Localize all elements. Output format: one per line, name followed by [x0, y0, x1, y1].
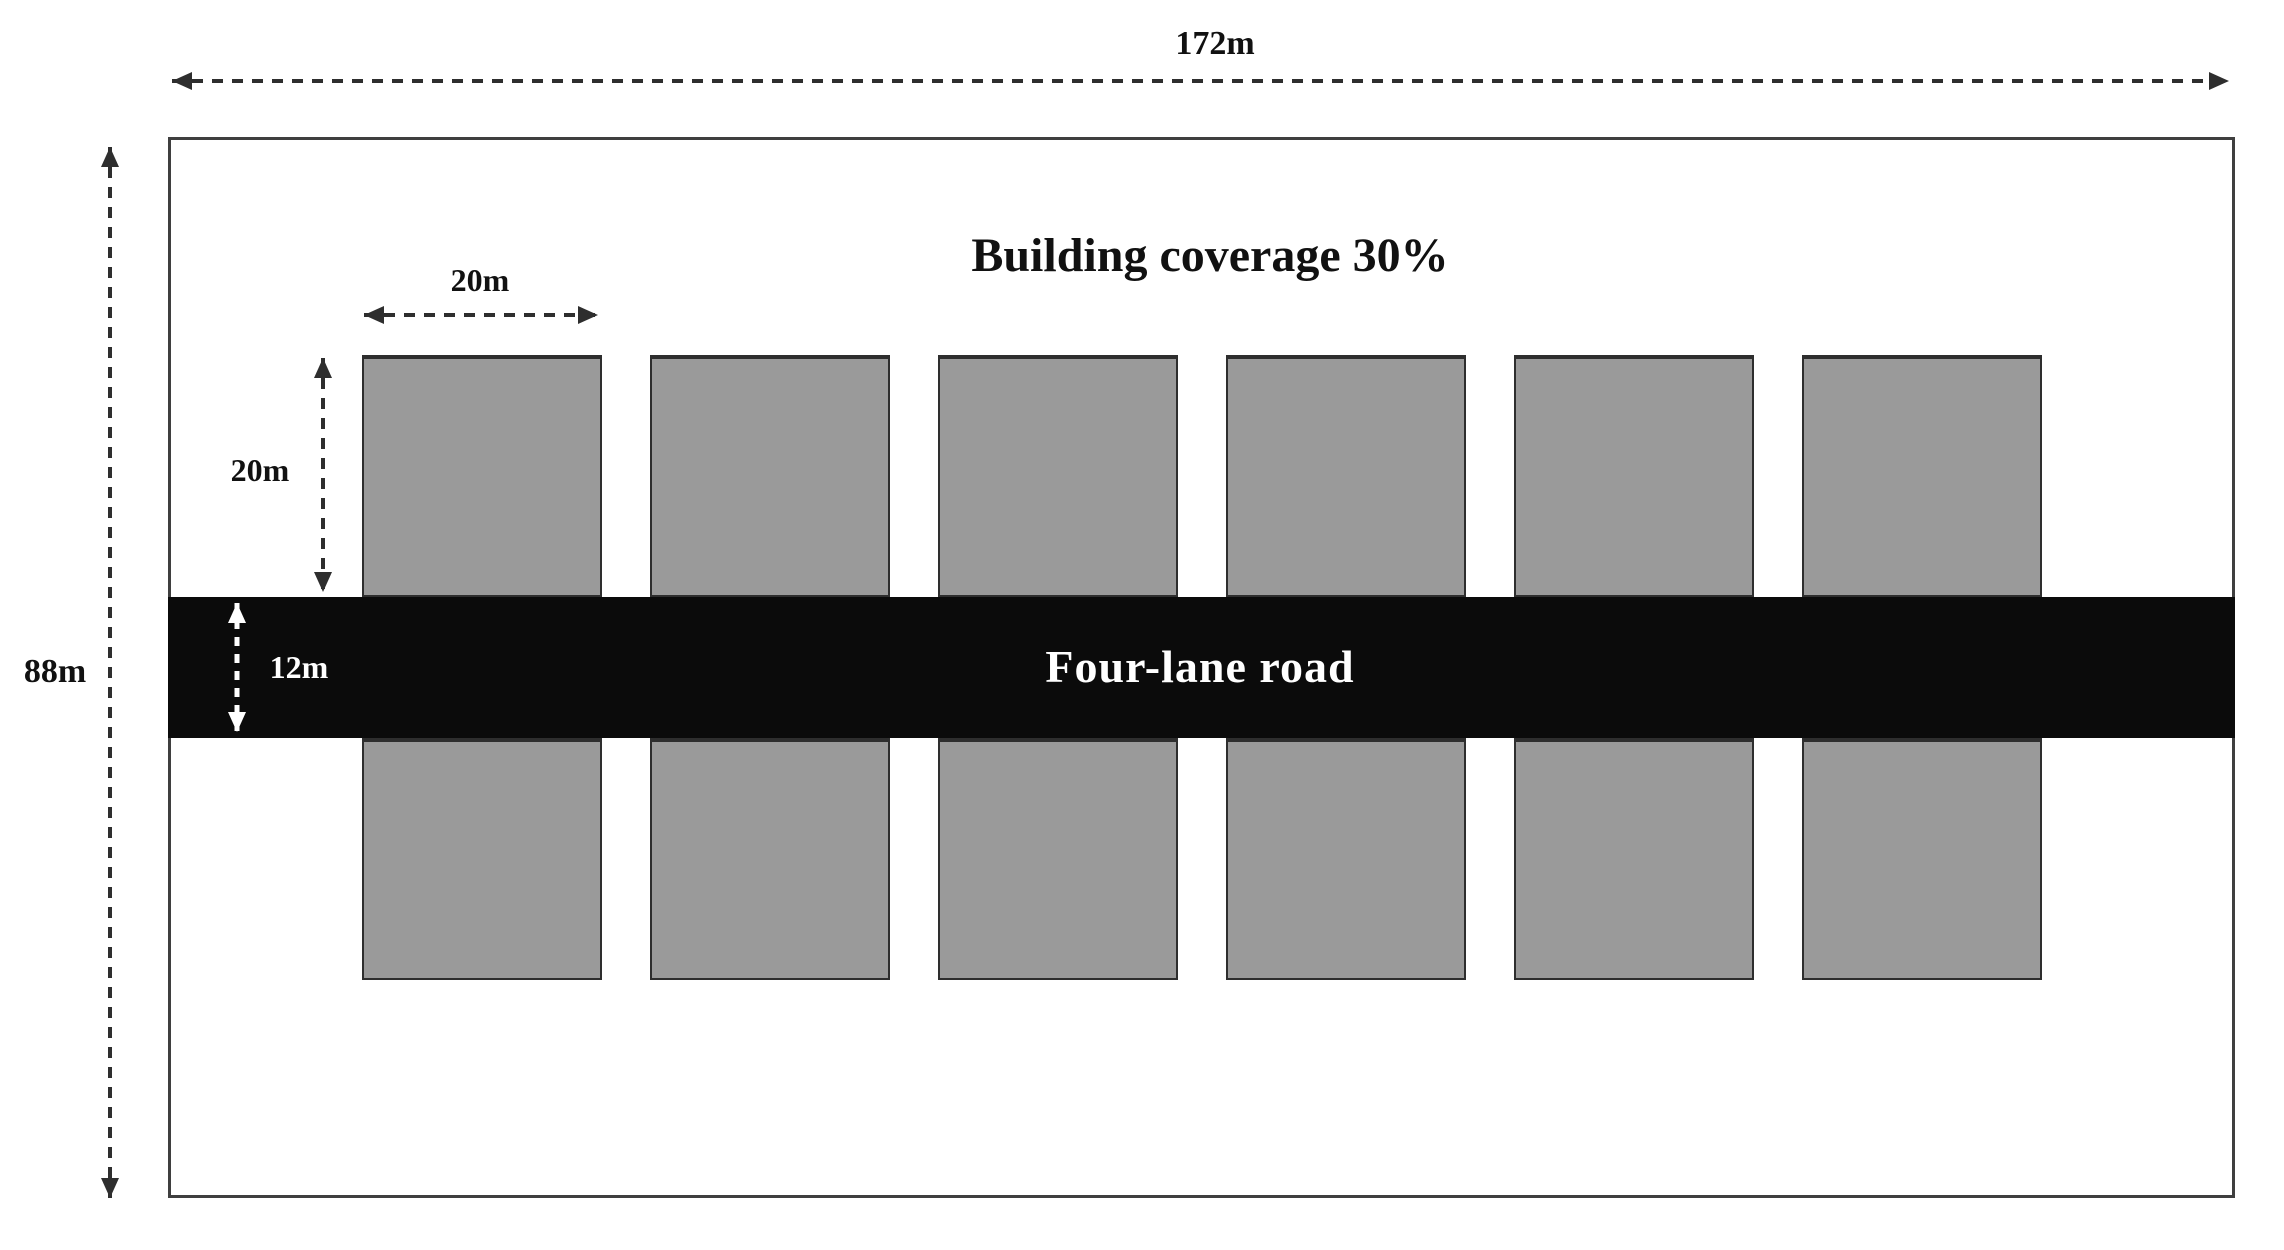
building-block — [1514, 738, 1754, 980]
building-block — [1802, 738, 2042, 980]
road-width-dimension-label: 12m — [269, 649, 329, 685]
building-block — [362, 355, 602, 597]
road-label: Four-lane road — [1045, 641, 1355, 692]
building-block — [362, 738, 602, 980]
diagram-title: Building coverage 30% — [971, 229, 1449, 282]
building-block — [1514, 355, 1754, 597]
building-block — [650, 355, 890, 597]
road-band — [168, 597, 2235, 738]
site-width-dimension-label: 172m — [1175, 25, 1255, 62]
building-block — [1226, 738, 1466, 980]
site-height-dimension-label: 88m — [23, 653, 87, 690]
building-block — [1802, 355, 2042, 597]
building-block — [1226, 355, 1466, 597]
building-block — [650, 738, 890, 980]
building-block — [938, 355, 1178, 597]
building-block — [938, 738, 1178, 980]
building-height-dimension-label: 20m — [230, 452, 290, 488]
building-width-dimension-label: 20m — [450, 262, 510, 298]
